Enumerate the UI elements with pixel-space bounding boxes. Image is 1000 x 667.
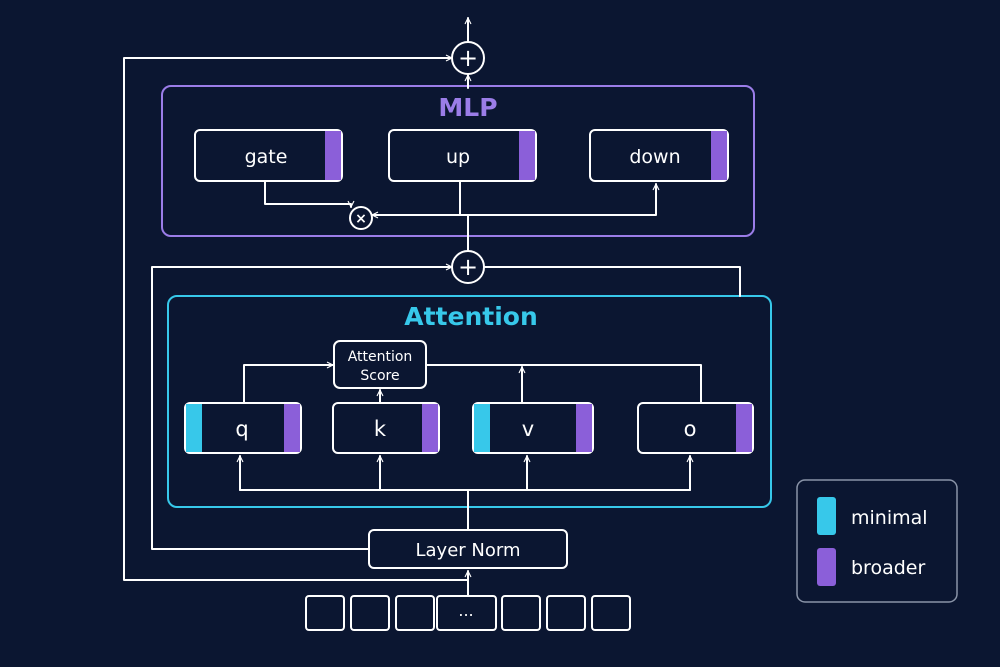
legend: minimal broader — [796, 479, 958, 603]
mlp-title: MLP — [438, 93, 497, 122]
layer-norm-block: Layer Norm — [368, 529, 568, 569]
k-label: k — [374, 417, 387, 441]
input-token — [591, 595, 631, 631]
attention-score-box: Attention Score — [333, 340, 427, 389]
broader-marker — [519, 131, 535, 180]
input-token — [501, 595, 541, 631]
attention-score-label-line2: Score — [360, 368, 399, 384]
q-to-score-arrow — [243, 361, 334, 403]
attention-score-label-line1: Attention — [348, 349, 413, 365]
gate-block: gate — [194, 129, 343, 182]
outer-residual-line — [123, 54, 469, 581]
top-add-node: + — [451, 41, 485, 75]
k-block: k — [332, 402, 440, 454]
top-add-symbol: + — [458, 44, 478, 72]
attention-output-line — [484, 266, 741, 297]
legend-minimal-label: minimal — [851, 507, 928, 529]
legend-broader-label: broader — [851, 557, 925, 579]
attention-title: Attention — [404, 302, 538, 331]
legend-minimal-swatch — [817, 497, 836, 535]
v-block: v — [472, 402, 594, 454]
up-label: up — [446, 146, 470, 168]
connectors — [123, 17, 741, 604]
up-to-multiply-arrow — [371, 196, 461, 219]
up-block: up — [388, 129, 537, 182]
middle-add-node: + — [451, 250, 485, 284]
broader-marker — [711, 131, 727, 180]
to-down-arrow — [467, 183, 660, 216]
input-token — [305, 595, 345, 631]
legend-broader-swatch — [817, 548, 836, 586]
mlp-group — [161, 85, 755, 237]
broader-marker — [576, 404, 592, 452]
multiply-symbol: × — [355, 211, 367, 227]
gate-to-multiply-arrow — [264, 181, 355, 208]
broader-marker — [736, 404, 752, 452]
q-label: q — [235, 417, 248, 441]
up-branch-line — [459, 181, 469, 216]
middle-add-symbol: + — [458, 253, 478, 281]
down-label: down — [629, 146, 680, 168]
broader-marker — [422, 404, 438, 452]
o-label: o — [684, 417, 697, 441]
input-token — [546, 595, 586, 631]
layer-norm-label: Layer Norm — [415, 540, 520, 561]
inner-residual-line — [151, 263, 453, 550]
o-block: o — [637, 402, 754, 454]
multiply-node: × — [349, 206, 373, 230]
broader-marker — [284, 404, 300, 452]
input-token — [350, 595, 390, 631]
attention-group — [167, 295, 772, 508]
input-tokens: ... — [305, 595, 631, 631]
minimal-marker — [186, 404, 202, 452]
input-token — [395, 595, 435, 631]
q-block: q — [184, 402, 302, 454]
legend-box — [796, 479, 958, 603]
down-block: down — [589, 129, 729, 182]
score-to-o-line — [425, 364, 702, 403]
v-label: v — [522, 417, 534, 441]
broader-marker — [325, 131, 341, 180]
gate-label: gate — [245, 146, 288, 168]
ellipsis-label: ... — [458, 601, 473, 620]
minimal-marker — [474, 404, 490, 452]
input-token — [436, 595, 497, 631]
